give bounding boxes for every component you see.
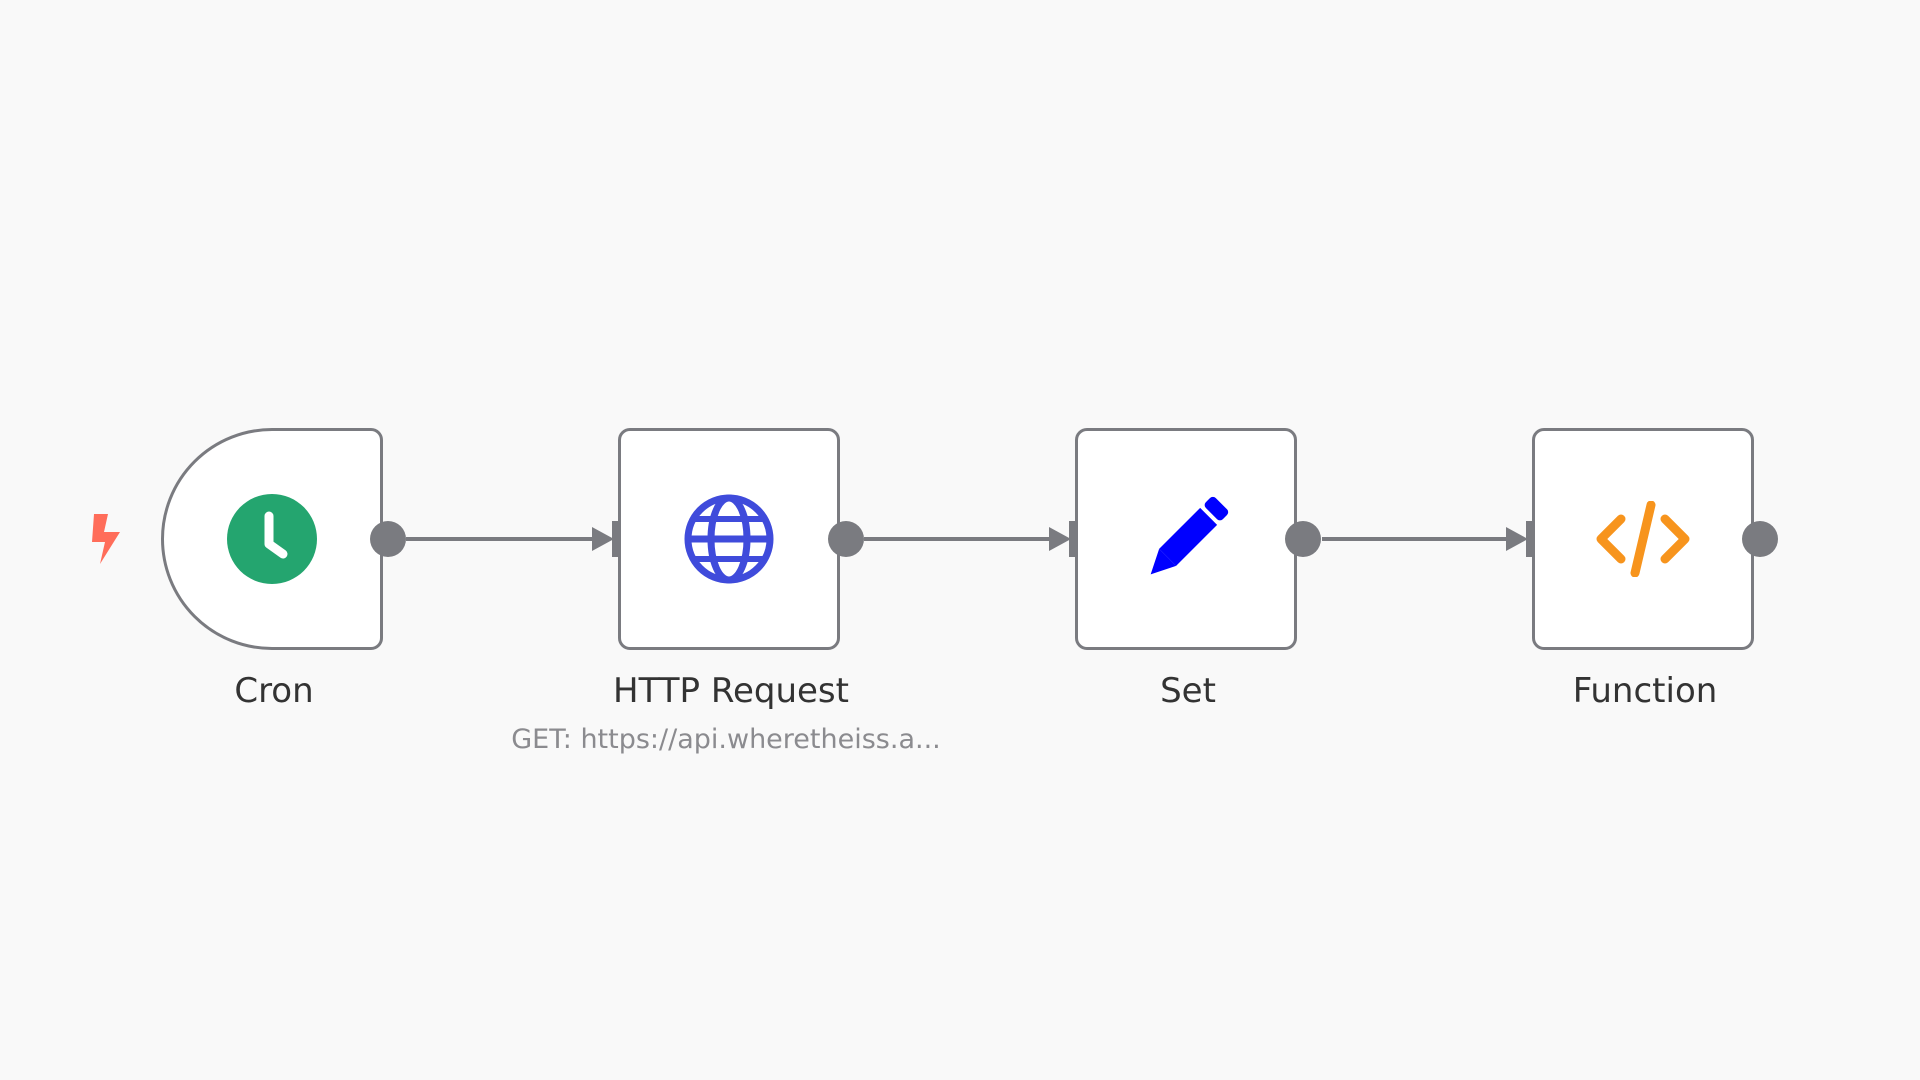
connection-cron-http[interactable]: [406, 527, 614, 551]
node-set[interactable]: [1075, 428, 1297, 650]
node-subtitle-http-request: GET: https://api.wheretheiss.a...: [511, 724, 941, 755]
pencil-icon: [1150, 496, 1229, 575]
node-label-set: Set: [1160, 671, 1216, 711]
node-cron[interactable]: [161, 428, 383, 650]
set-output-handle[interactable]: [1285, 521, 1321, 557]
function-output-handle[interactable]: [1742, 521, 1778, 557]
globe-icon: [684, 494, 774, 584]
node-label-function: Function: [1572, 671, 1718, 711]
bolt-icon: [92, 514, 120, 564]
connection-http-set[interactable]: [864, 527, 1071, 551]
node-http-request[interactable]: [618, 428, 840, 650]
node-function[interactable]: [1532, 428, 1754, 650]
code-icon: [1596, 501, 1690, 577]
connection-set-function[interactable]: [1322, 527, 1528, 551]
http-output-handle[interactable]: [828, 521, 864, 557]
cron-output-handle[interactable]: [370, 521, 406, 557]
node-label-cron: Cron: [234, 671, 314, 711]
node-label-http-request: HTTP Request: [613, 671, 849, 711]
clock-icon: [227, 494, 317, 584]
